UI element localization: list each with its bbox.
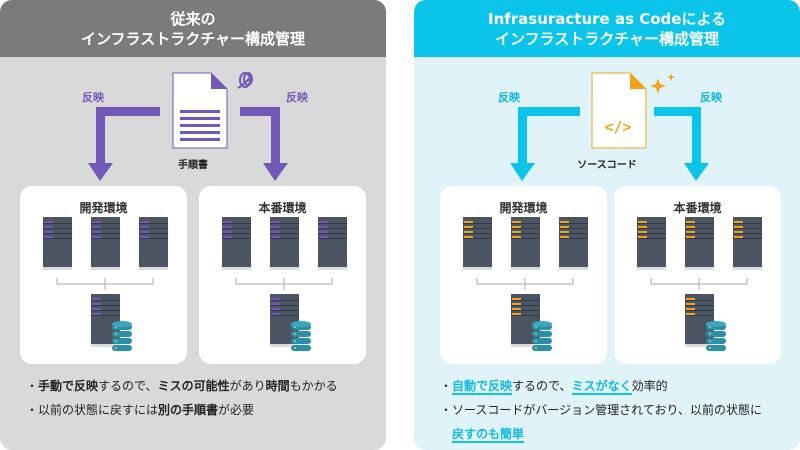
env-dev: 開発環境 [20,186,187,364]
server-rack-icon [511,217,540,270]
bullet-segment: 効率的 [631,379,668,393]
traditional-panel: 従来のインフラストラクチャー構成管理 反映 反映 手順書 開発環境 本番環境 ・… [0,0,386,450]
env-title: 本番環境 [258,201,307,215]
connector-lines [235,278,333,290]
bullet-segment: 自動で反映 [452,379,513,395]
scribble-icon [237,72,253,89]
server-diagram [222,217,347,351]
bullet-item: ・ソースコードがバージョン管理されており、以前の状態に [440,398,762,422]
arrow-right [240,107,288,181]
document-lines-icon [172,72,228,149]
connector-lines [650,278,748,290]
bullet-segment: ・以前の状態に戻すには [26,403,159,417]
server-rack-icon [139,217,168,270]
bullet-segment: 別の手順書 [158,403,219,417]
bullet-item: ・以前の状態に戻すには別の手順書が必要 [26,398,338,422]
bullet-item: ・手動で反映するので、ミスの可能性があり時間もかかる [26,374,338,398]
bullet-item: 戻すのも簡単 [440,422,762,446]
bullet-segment: が必要 [218,403,255,417]
bullet-item: ・自動で反映するので、ミスがなく効率的 [440,374,762,398]
title-line2: インフラストラクチャー構成管理 [494,30,720,48]
server-diagram [463,217,588,351]
connector-lines [476,278,574,290]
bullet-list: ・自動で反映するので、ミスがなく効率的 ・ソースコードがバージョン管理されており… [440,374,762,446]
code-glyph: </> [604,118,631,136]
reflect-label-left: 反映 [498,91,520,104]
doc-label: ソースコード [577,160,637,171]
connector-lines [56,278,154,290]
server-rack-icon [463,217,492,270]
bullet-segment: するので、 [512,379,572,393]
server-diagram [637,217,762,351]
bullet-segment: があり [229,379,266,393]
arrows-and-document [88,72,288,181]
bullet-segment: ミスがなく [571,379,632,395]
server-rack-icon [91,217,120,270]
bullet-list: ・手動で反映するので、ミスの可能性があり時間もかかる ・以前の状態に戻すには別の… [26,374,338,422]
arrow-right [654,107,709,181]
server-diagram [43,217,168,351]
arrows-and-document: </> [510,72,709,181]
server-rack-icon [685,217,714,270]
arrow-left [88,107,160,181]
server-rack-icon [270,217,299,270]
bullet-segment: ・ [26,379,39,393]
bullet-segment: 時間 [265,379,290,393]
bullet-segment: 戻すのも簡単 [452,427,525,443]
server-rack-icon [270,294,299,347]
bullet-segment: ・ [440,379,453,393]
server-rack-icon [222,217,251,270]
sparkle-icon [650,73,675,94]
env-dev: 開発環境 [440,186,607,364]
bullet-segment: ミスの可能性 [157,379,230,393]
title-line2: インフラストラクチャー構成管理 [80,30,306,48]
server-rack-icon [43,217,72,270]
server-rack-icon [91,294,120,347]
reflect-label-right: 反映 [700,91,722,104]
env-prod: 本番環境 [199,186,366,364]
database-icon [291,321,311,351]
arrow-left [510,107,580,181]
bullet-segment: するので、 [98,379,158,393]
database-icon [706,321,726,351]
server-rack-icon [559,217,588,270]
reflect-label-right: 反映 [286,91,308,104]
env-title: 本番環境 [673,201,722,215]
panel-header: 従来のインフラストラクチャー構成管理 [0,0,386,57]
reflect-label-left: 反映 [82,91,104,104]
bullet-segment [440,427,452,441]
title-line1: 従来の [170,10,216,28]
server-rack-icon [685,294,714,347]
bullet-segment: もかかる [289,379,338,393]
code-file-icon: </> [591,72,647,149]
database-icon [532,321,552,351]
database-icon [112,321,132,351]
bullet-segment: ・ソースコードがバージョン管理されており、以前の状態に [440,403,762,417]
env-prod: 本番環境 [614,186,781,364]
iac-panel: Infrasuracture as Codeによるインフラストラクチャー構成管理… [414,0,800,450]
env-title: 開発環境 [499,201,548,215]
server-rack-icon [511,294,540,347]
doc-label: 手順書 [178,160,208,171]
bullet-segment: 手動で反映 [38,379,99,393]
server-rack-icon [318,217,347,270]
env-title: 開発環境 [79,201,128,215]
title-line1: Infrasuracture as Codeによる [487,10,726,28]
server-rack-icon [733,217,762,270]
server-rack-icon [637,217,666,270]
panel-header: Infrasuracture as Codeによるインフラストラクチャー構成管理 [414,0,800,57]
